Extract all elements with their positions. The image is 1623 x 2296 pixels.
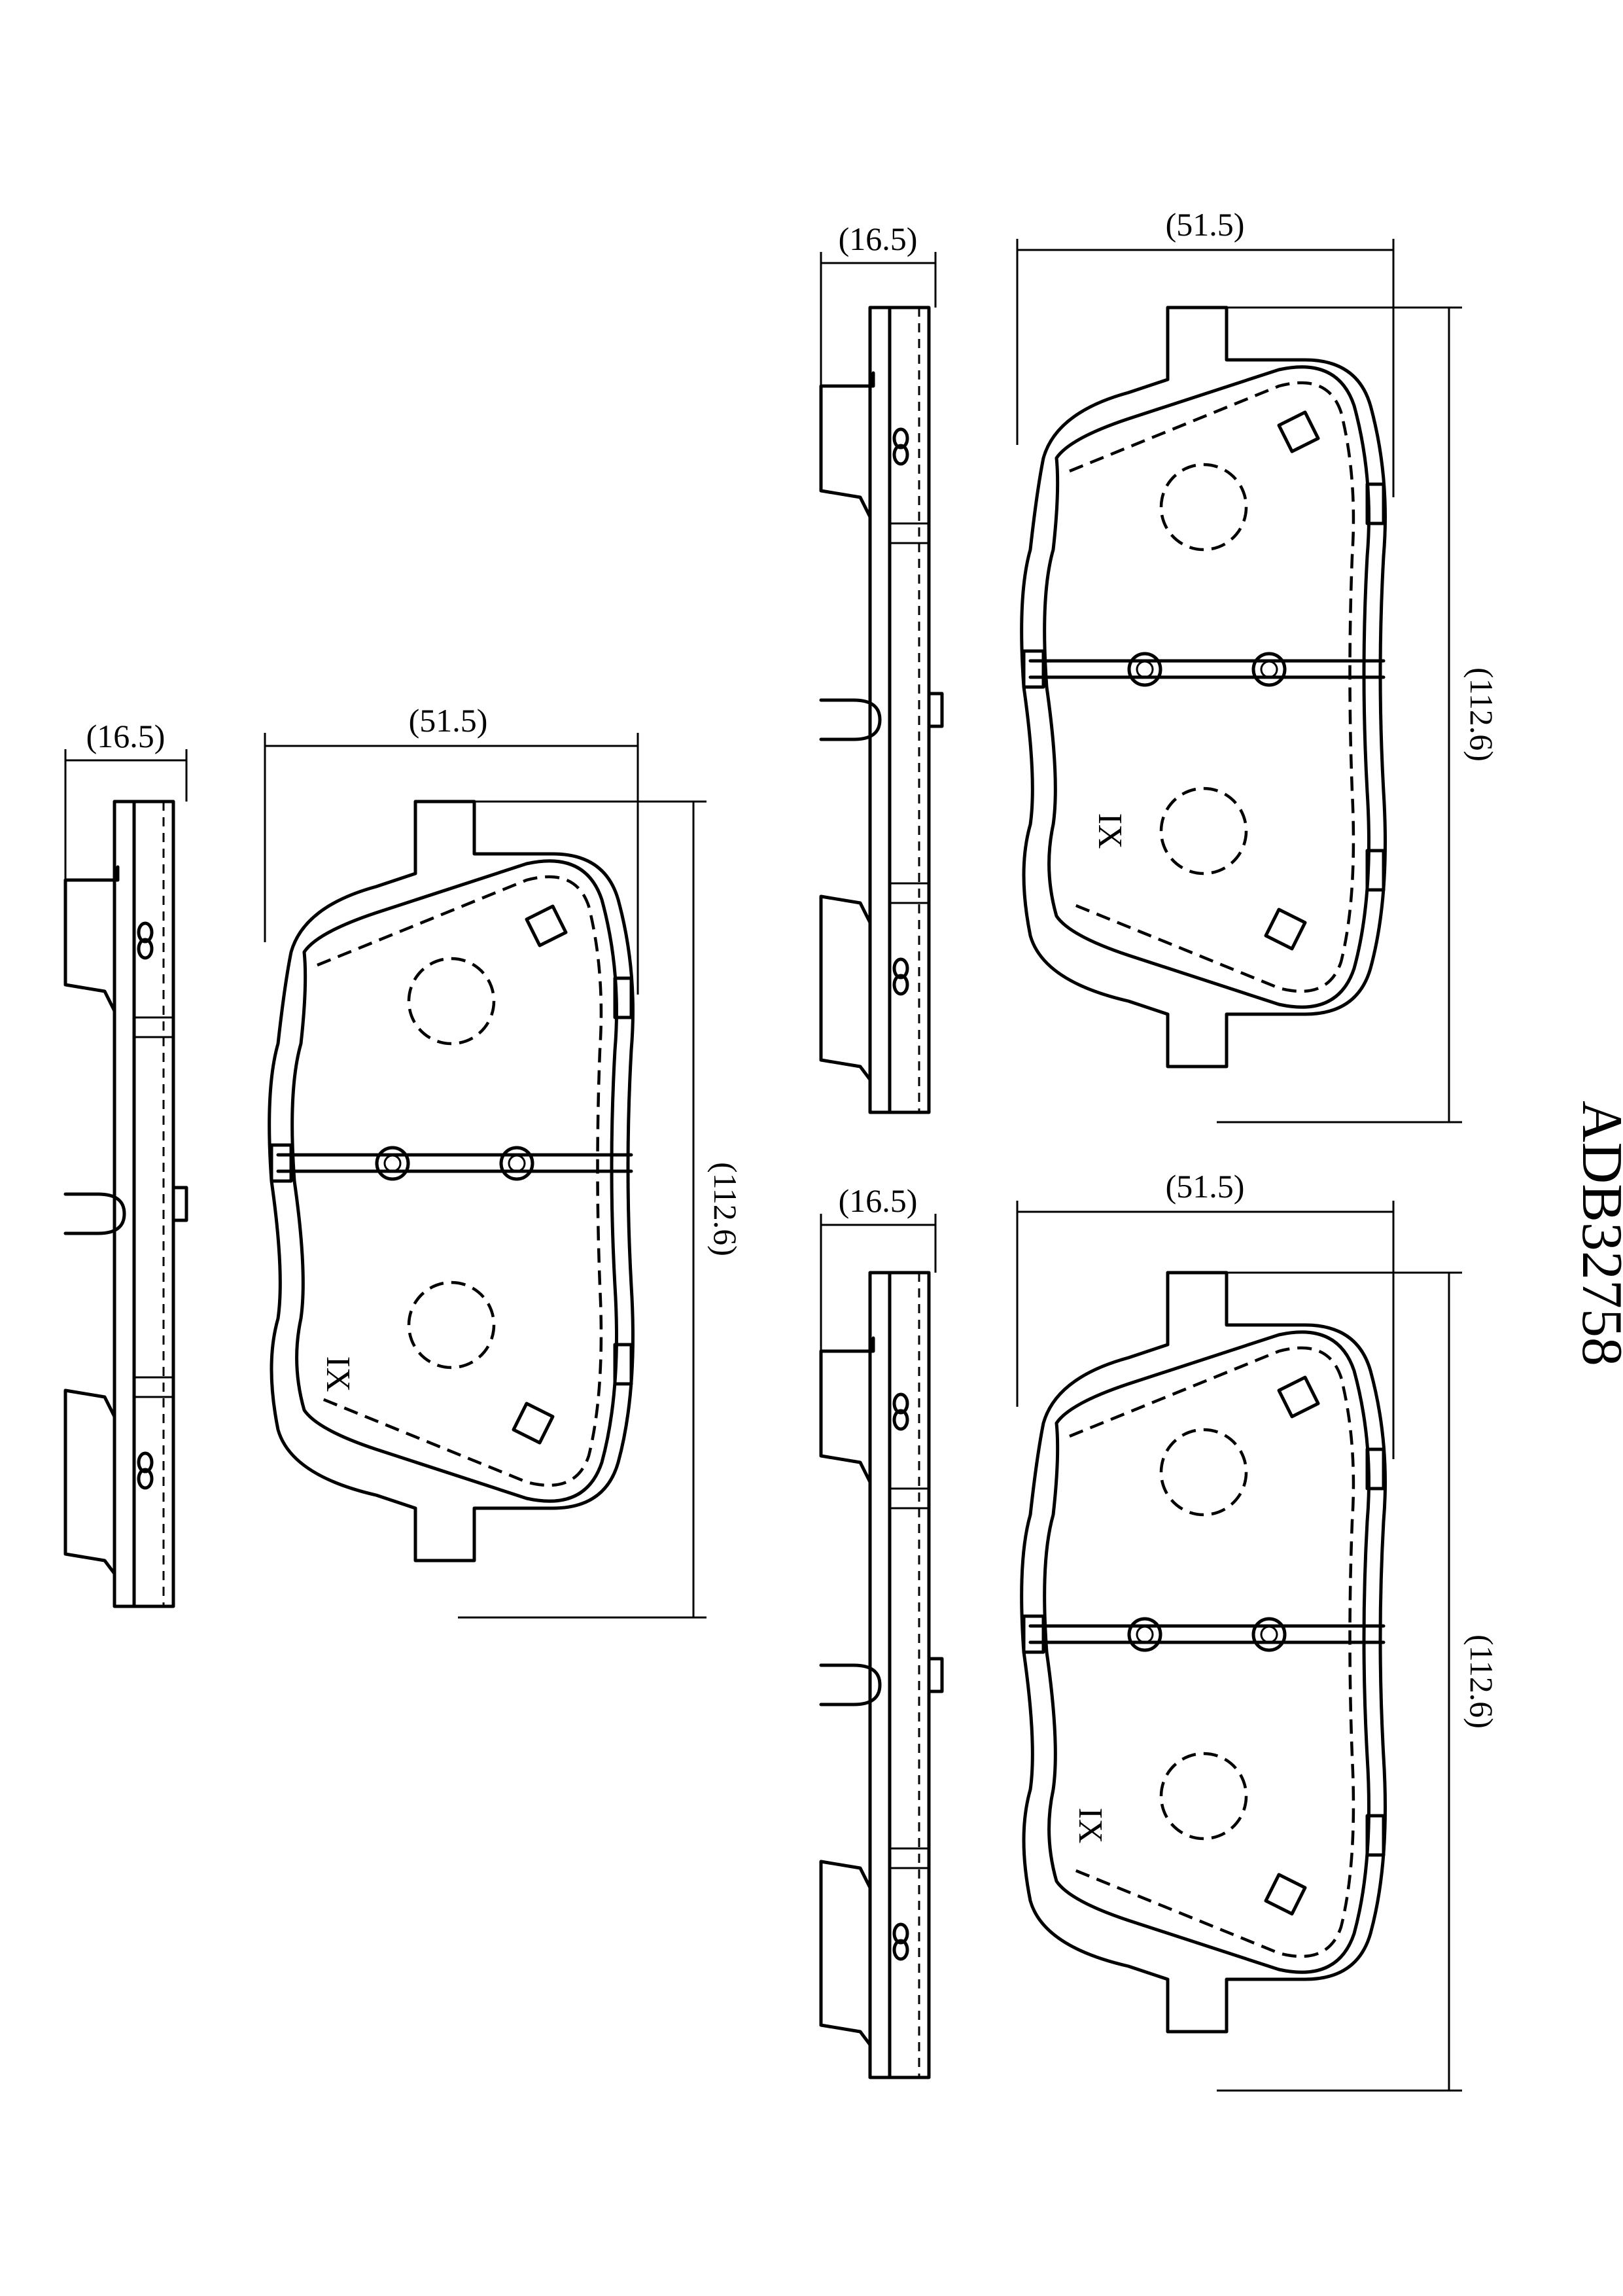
bottom-right-thickness-label: (16.5) <box>839 1182 918 1219</box>
top-right-width-dimension: (51.5) <box>1016 206 1395 497</box>
top-right-pad-face <box>1022 308 1386 1067</box>
top-right-thickness-label: (16.5) <box>839 221 918 257</box>
left-pad-face <box>270 802 633 1561</box>
part-number: ADB32758 <box>1570 1101 1623 1366</box>
top-right-width-label: (51.5) <box>1166 206 1245 243</box>
top-right-thickness-dimension: (16.5) <box>820 221 937 393</box>
left-thickness-dimension: (16.5) <box>64 718 188 890</box>
top-right-height-label: (112.6) <box>1463 667 1500 762</box>
left-side-profile <box>65 802 186 1606</box>
top-right-view: (16.5) (51.5) (112.6) IX <box>820 206 1500 1123</box>
left-height-label: (112.6) <box>707 1162 744 1256</box>
bottom-right-width-label: (51.5) <box>1166 1168 1245 1205</box>
left-width-dimension: (51.5) <box>264 702 639 995</box>
bottom-right-height-dimension: (112.6) <box>1217 1271 1500 2092</box>
bottom-right-marking: IX <box>1072 1808 1109 1844</box>
bottom-right-thickness-dimension: (16.5) <box>820 1182 937 1354</box>
left-marking: IX <box>319 1356 357 1392</box>
bottom-right-pad-face <box>1022 1273 1386 2032</box>
top-right-side-profile <box>821 308 942 1112</box>
left-height-dimension: (112.6) <box>458 800 744 1619</box>
left-view: (16.5) (51.5) (112.6) IX <box>64 702 744 1619</box>
bottom-right-height-label: (112.6) <box>1463 1634 1500 1729</box>
bottom-right-view: (16.5) (51.5) (112.6) IX <box>820 1168 1500 2092</box>
top-right-height-dimension: (112.6) <box>1217 306 1500 1123</box>
top-right-marking: IX <box>1091 813 1128 849</box>
bottom-right-side-profile <box>821 1273 942 2077</box>
left-thickness-label: (16.5) <box>86 718 166 754</box>
bottom-right-width-dimension: (51.5) <box>1016 1168 1395 1459</box>
left-width-label: (51.5) <box>409 702 488 739</box>
